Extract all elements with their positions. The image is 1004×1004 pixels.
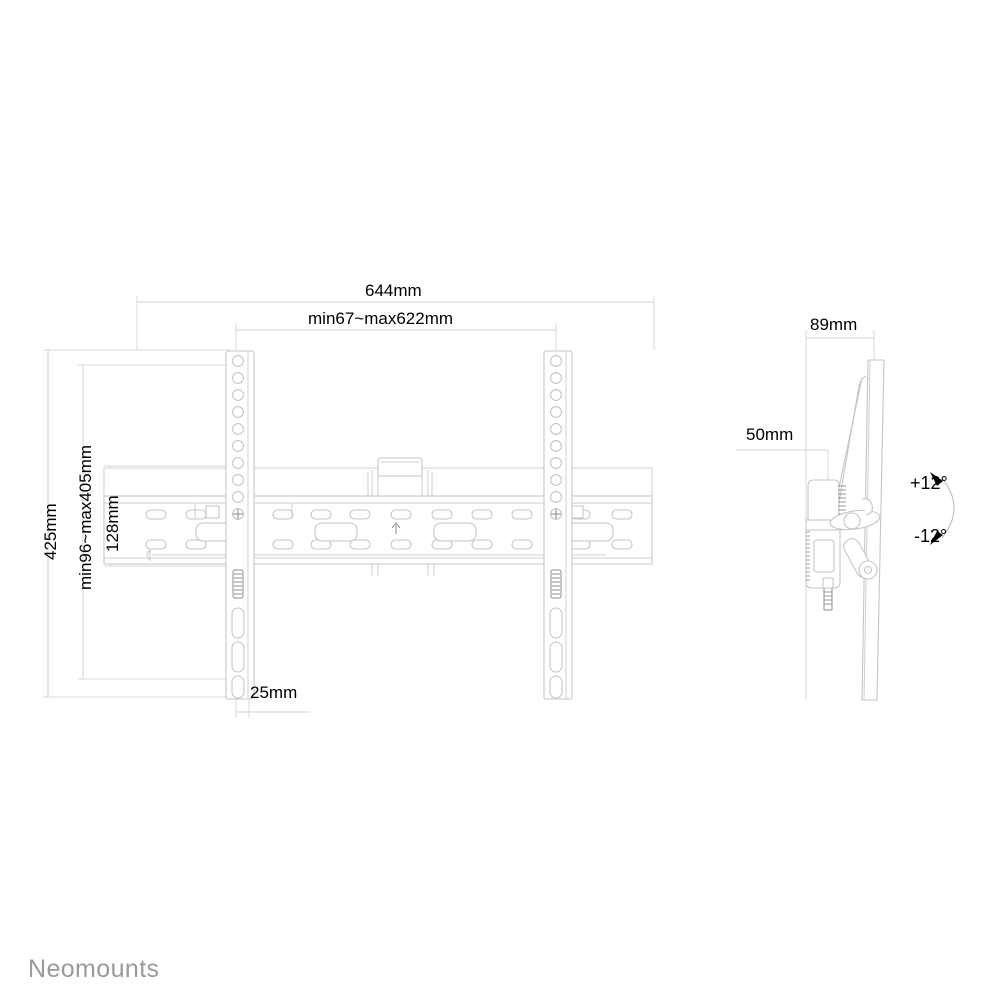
- side-view-group: [736, 330, 955, 701]
- dimension-rail-span: [235, 323, 557, 352]
- centre-tab: [367, 457, 433, 496]
- wall-plate-hatch: [806, 531, 810, 581]
- orientation-up-arrow-icon: [391, 522, 401, 534]
- bar-holes-bottom: [145, 539, 633, 550]
- label-depth-89: 89mm: [810, 315, 858, 334]
- vertical-rail-right: [543, 350, 573, 700]
- dimension-depth-89: [805, 330, 875, 360]
- front-view-group: [43, 296, 655, 718]
- rail-grip-right: [550, 569, 562, 599]
- dimension-height-425: [43, 349, 230, 698]
- dimension-width-644: [136, 296, 655, 350]
- dimension-vesa-height: [78, 364, 232, 680]
- bar-large-cutouts: [195, 522, 614, 542]
- tv-panel-profile: [861, 359, 885, 701]
- security-bolt: [822, 577, 834, 611]
- centre-bottom-ribs: [371, 564, 435, 576]
- bar-holes-top: [145, 509, 633, 520]
- label-height-425: 425mm: [41, 503, 60, 560]
- rail-grip-left: [232, 569, 244, 599]
- label-tilt-down: -12°: [914, 526, 948, 546]
- tilt-arc-indicator: [930, 472, 955, 545]
- label-rail-span: min67~max622mm: [308, 309, 454, 328]
- label-bar-height: 128mm: [103, 495, 122, 552]
- label-tilt-up: +12°: [910, 473, 948, 493]
- tilt-knob-upper: [829, 498, 881, 531]
- tilt-knob-lower: [842, 537, 878, 580]
- label-width-644: 644mm: [365, 281, 422, 300]
- wall-plate-knurl: [838, 485, 846, 515]
- brand-logo: Neomounts: [28, 955, 160, 983]
- label-rail-width: 25mm: [250, 683, 298, 702]
- label-offset-50: 50mm: [746, 425, 794, 444]
- label-vesa-height: min96~max405mm: [76, 444, 95, 590]
- wall-plate-profile: [805, 479, 846, 589]
- vertical-rail-left: [225, 350, 255, 700]
